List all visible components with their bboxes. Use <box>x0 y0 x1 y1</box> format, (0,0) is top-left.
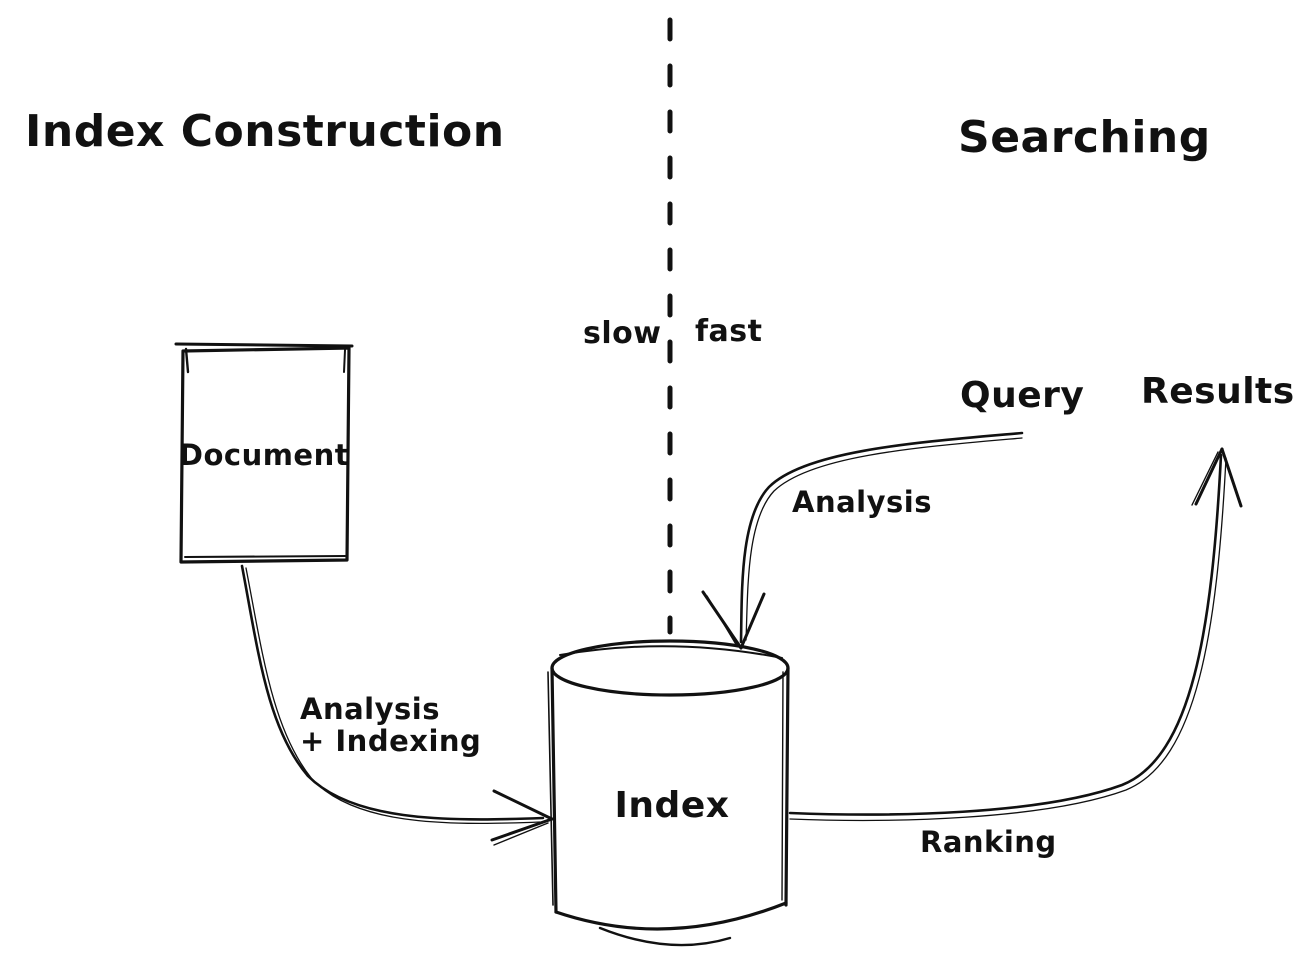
index-cylinder-right-side-sketch <box>781 671 784 901</box>
index-cylinder-top-sketch-arc <box>559 645 783 659</box>
document-node-label: Document <box>178 438 350 472</box>
arrow-index-to-results-head-left <box>1194 447 1224 506</box>
index-node-label: Index <box>614 785 730 826</box>
index-cylinder-bottom-sketch <box>598 926 732 947</box>
arrow-query-to-index-head-right <box>739 592 766 650</box>
arrow-query-to-index-line <box>739 431 1024 644</box>
arrow-document-to-index-head-sketch <box>493 822 549 846</box>
arrow-document-to-index-head-lower <box>490 817 554 842</box>
document-box-corner-sketch-2 <box>343 349 346 373</box>
query-node-label: Query <box>960 375 1085 416</box>
index-cylinder-top-ellipse <box>550 639 790 697</box>
arrow-index-to-results-line-sketch <box>789 457 1227 822</box>
index-cylinder-shape <box>547 639 790 947</box>
arrow-index-to-results-line <box>788 453 1223 816</box>
section-title-index-construction: Index Construction <box>25 106 505 157</box>
edge-label-analysis-indexing-line2: + Indexing <box>300 723 482 758</box>
divider-label-fast: fast <box>695 314 763 349</box>
document-box-shape <box>174 342 354 564</box>
arrow-document-to-index-line-sketch <box>245 567 541 825</box>
index-cylinder-right-side <box>784 666 790 907</box>
edge-label-ranking: Ranking <box>920 825 1057 859</box>
document-box-bottom-sketch-line <box>184 555 346 558</box>
arrow-query-to-index-line-sketch <box>745 437 1023 641</box>
section-title-searching: Searching <box>958 112 1211 163</box>
index-cylinder-bottom-curve <box>554 901 788 931</box>
document-box-corner-sketch <box>184 347 190 374</box>
arrow-document-to-index <box>240 564 554 846</box>
arrow-index-to-results <box>788 447 1243 822</box>
arrow-index-to-results-head-sketch <box>1191 451 1219 506</box>
edge-label-analysis-indexing: Analysis + Indexing <box>300 692 482 758</box>
divider-label-slow: slow <box>583 316 662 351</box>
arrow-query-to-index-head-sketch <box>706 595 738 647</box>
arrow-query-to-index <box>701 431 1024 650</box>
index-cylinder-left-side <box>550 666 558 914</box>
arrow-index-to-results-head-right <box>1220 447 1243 508</box>
index-cylinder-left-side-sketch <box>547 671 554 906</box>
document-box-outline <box>179 346 351 564</box>
edge-label-analysis-indexing-line1: Analysis <box>300 692 440 726</box>
arrow-document-to-index-head-upper <box>492 789 554 821</box>
results-node-label: Results <box>1141 371 1295 412</box>
edge-label-analysis-query: Analysis <box>792 485 932 519</box>
arrow-document-to-index-line <box>240 564 545 821</box>
document-box-top-sketch-line <box>174 342 354 348</box>
